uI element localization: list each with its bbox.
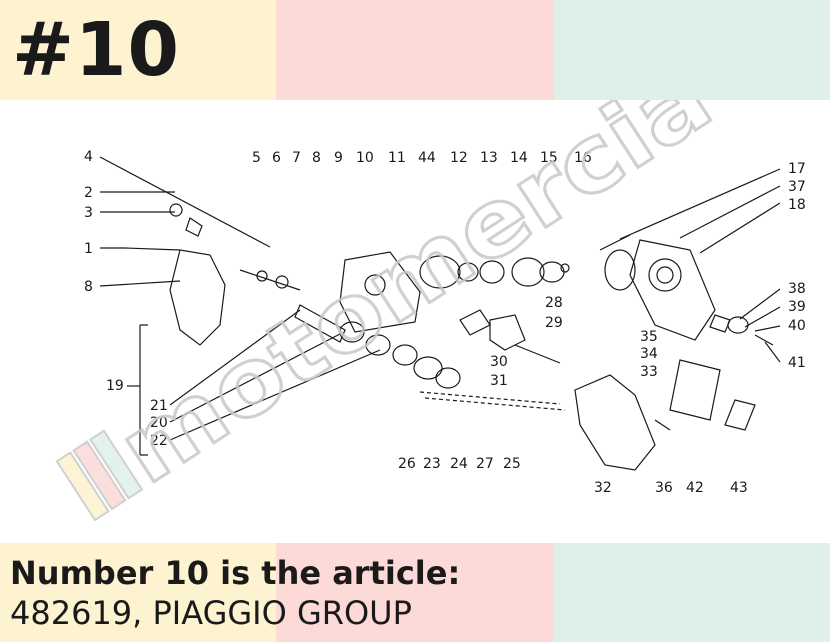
callout-label: 2 <box>84 185 93 201</box>
callout-label: 38 <box>788 281 806 297</box>
callout-label: 21 <box>150 398 168 414</box>
callout-label: 27 <box>476 456 494 472</box>
callout-label: 8 <box>312 150 321 166</box>
bushing-part <box>185 217 203 237</box>
callout-label: 6 <box>272 150 281 166</box>
bottom-color-band <box>0 543 830 642</box>
callout-label: 10 <box>356 150 374 166</box>
callout-label: 26 <box>398 456 416 472</box>
nut-part <box>169 203 183 217</box>
band-pink <box>276 543 554 642</box>
callout-label: 17 <box>788 161 806 177</box>
callout-label: 18 <box>788 197 806 213</box>
callout-label: 19 <box>106 378 124 394</box>
callout-label: 8 <box>84 279 93 295</box>
caption-subtitle: 482619, PIAGGIO GROUP <box>10 594 412 632</box>
bearing-part <box>339 321 365 343</box>
callout-label: 28 <box>545 295 563 311</box>
cam-part <box>489 314 526 351</box>
flag-stripes-icon <box>55 429 144 522</box>
callout-label: 37 <box>788 179 806 195</box>
callout-label: 1 <box>84 241 93 257</box>
callout-label: 42 <box>686 480 704 496</box>
callout-label: 31 <box>490 373 508 389</box>
spring-part <box>459 309 491 336</box>
right-housing-part <box>629 239 716 341</box>
article-caption: Number 10 is the article: 482619, PIAGGI… <box>10 553 460 633</box>
housing-part <box>339 251 421 333</box>
band-yellow <box>0 543 276 642</box>
callout-label: 20 <box>150 415 168 431</box>
callout-label: 13 <box>480 150 498 166</box>
callout-label: 12 <box>450 150 468 166</box>
callout-label: 33 <box>640 364 658 380</box>
top-color-band <box>0 0 830 100</box>
pin-part <box>239 269 301 291</box>
caption-title: Number 10 is the article: <box>10 554 461 592</box>
callout-label: 15 <box>540 150 558 166</box>
callout-label: 24 <box>450 456 468 472</box>
band-yellow <box>0 0 276 100</box>
clamp-part <box>169 249 226 346</box>
callout-label: 11 <box>388 150 406 166</box>
callout-labels: 4 2 3 1 8 5 6 7 8 9 10 11 44 12 13 14 15… <box>84 149 806 496</box>
callout-label: 44 <box>418 150 436 166</box>
callout-label: 25 <box>503 456 521 472</box>
callout-label: 36 <box>655 480 673 496</box>
gasket-part <box>669 359 721 421</box>
callout-label: 32 <box>594 480 612 496</box>
callout-label: 40 <box>788 318 806 334</box>
callout-label: 29 <box>545 315 563 331</box>
callout-label: 39 <box>788 299 806 315</box>
callout-label: 41 <box>788 355 806 371</box>
bolt-part <box>124 247 181 251</box>
callout-label: 9 <box>334 150 343 166</box>
callout-label: 7 <box>292 150 301 166</box>
diagram-svg: 4 2 3 1 8 5 6 7 8 9 10 11 44 12 13 14 15… <box>55 100 806 522</box>
ring-part <box>419 255 461 289</box>
callout-label: 35 <box>640 329 658 345</box>
callout-label: 43 <box>730 480 748 496</box>
callout-label: 16 <box>574 150 592 166</box>
watermark-text: motomercia <box>101 100 730 505</box>
cover-part <box>574 374 656 471</box>
chain-part <box>419 391 561 405</box>
band-pink <box>276 0 554 100</box>
callout-label: 4 <box>84 149 93 165</box>
callout-label: 14 <box>510 150 528 166</box>
callout-label: 34 <box>640 346 658 362</box>
callout-label: 22 <box>150 433 168 449</box>
band-mint <box>554 0 830 100</box>
callout-label: 30 <box>490 354 508 370</box>
part-number-badge: #10 <box>12 7 180 93</box>
callout-label: 23 <box>423 456 441 472</box>
exploded-parts-diagram: 4 2 3 1 8 5 6 7 8 9 10 11 44 12 13 14 15… <box>0 100 830 543</box>
band-mint <box>554 543 830 642</box>
callout-label: 3 <box>84 205 93 221</box>
callout-label: 5 <box>252 150 261 166</box>
